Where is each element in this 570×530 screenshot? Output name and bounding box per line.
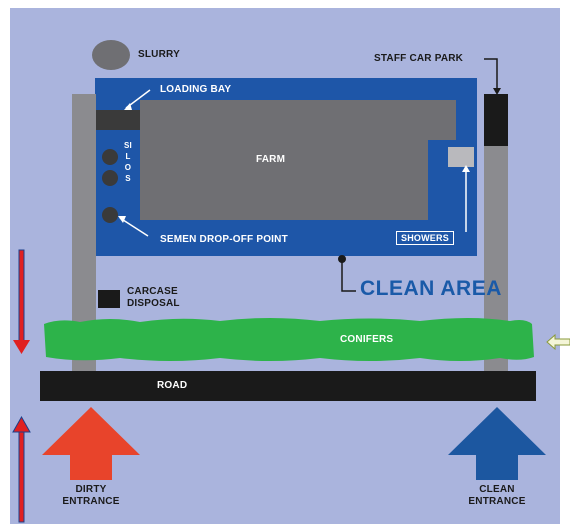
up-arrow-red-icon: [12, 415, 31, 433]
clean-entrance-label-line1: CLEAN: [479, 484, 515, 495]
loading-bay-label: LOADING BAY: [160, 84, 232, 95]
slurry-label: SLURRY: [138, 49, 180, 60]
clean-area-pointer: [341, 262, 356, 292]
dirty-entrance-label-line1: DIRTY: [75, 484, 107, 495]
pointer-arrowhead-icon: [118, 216, 126, 223]
silos-label: SILOS: [124, 141, 132, 183]
slurry-shape: [92, 40, 130, 70]
staff-car-park-label: STAFF CAR PARK: [374, 53, 464, 64]
loading-bay: [96, 110, 140, 130]
showers-label: SHOWERS: [396, 231, 454, 245]
semen-drop-off-label: SEMEN DROP-OFF POINT: [160, 234, 288, 245]
dirty-entrance-arrow: [42, 407, 140, 480]
silo: [102, 149, 118, 165]
down-arrow-icon: [493, 88, 501, 95]
conifers-hedge: [44, 318, 534, 361]
carcase-disposal-label-line2: DISPOSAL: [127, 298, 180, 309]
road-label: ROAD: [157, 380, 188, 391]
semen-drop-off-point: [102, 207, 118, 223]
farm-label: FARM: [256, 154, 286, 165]
staff-car-park: [484, 94, 508, 146]
showers-room: [448, 147, 474, 167]
red-down-arrow-shaft: [18, 249, 25, 343]
clean-area-marker: [338, 255, 346, 263]
conifers-label: CONIFERS: [340, 334, 394, 345]
down-arrow-red-icon: [13, 340, 30, 354]
red-up-arrow-shaft: [18, 431, 25, 523]
up-arrow-icon: [462, 165, 470, 172]
clean-area-label: CLEAN AREA: [360, 277, 502, 300]
farm-building: [140, 100, 428, 220]
clean-entrance-arrow: [448, 407, 546, 480]
staff-car-park-pointer: [484, 58, 498, 90]
left-arrow-outline-icon: [546, 333, 570, 351]
silo: [102, 170, 118, 186]
pointer-arrowhead-icon: [124, 103, 132, 110]
dirty-entrance-label-line2: ENTRANCE: [62, 496, 120, 507]
clean-entrance-label-line2: ENTRANCE: [468, 496, 526, 507]
road: [40, 371, 536, 401]
semen-drop-off-pointer: [119, 217, 149, 237]
carcase-disposal-box: [98, 290, 120, 308]
farm-building-annex: [428, 100, 456, 140]
carcase-disposal-label-line1: CARCASE: [127, 286, 178, 297]
